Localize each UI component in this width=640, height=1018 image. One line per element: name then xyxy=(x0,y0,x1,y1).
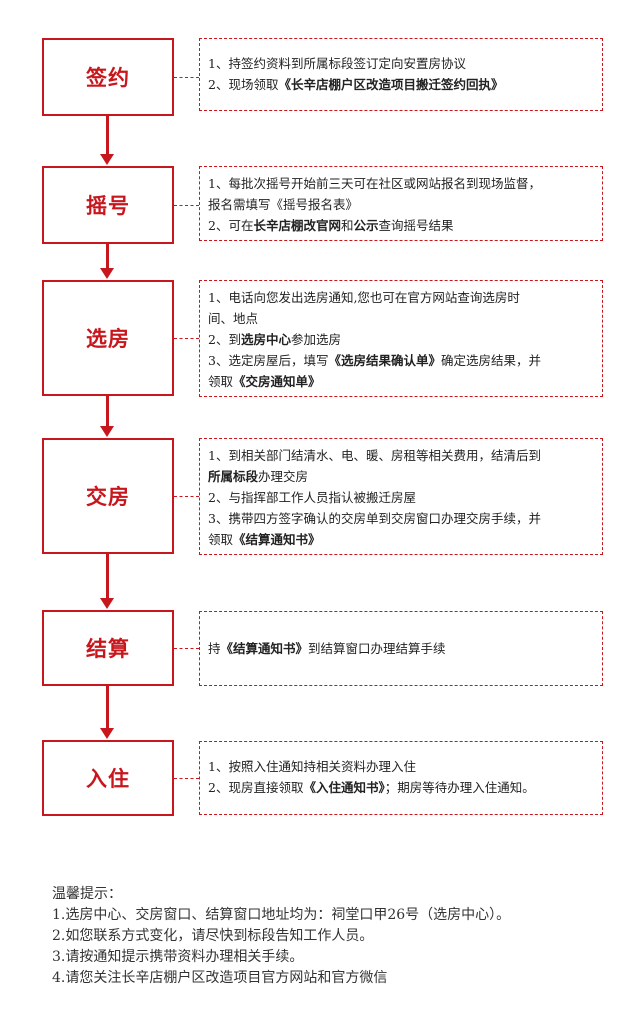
tips-title: 温馨提示： xyxy=(52,886,122,902)
step-connector-line xyxy=(174,778,199,779)
detail-text: 和 xyxy=(340,218,354,233)
step-box: 结算 xyxy=(42,610,174,686)
step-detail-box: 持《结算通知书》到结算窗口办理结算手续 xyxy=(199,611,603,686)
tip-item-1: 1.选房中心、交房窗口、结算窗口地址均为：祠堂口甲26号（选房中心）。 xyxy=(52,907,511,923)
detail-text-bold: 所属标段 xyxy=(208,469,259,484)
tip-item-2: 2.如您联系方式变化，请尽快到标段告知工作人员。 xyxy=(52,928,374,944)
detail-line: 1、到相关部门结清水、电、暖、房租等相关费用，结清后到 xyxy=(208,445,594,466)
detail-text: 3、携带四方签字确认的交房单到交房窗口办理交房手续，并 xyxy=(208,511,541,526)
step-detail-box: 1、按照入住通知持相关资料办理入住 2、现房直接领取《入住通知书》；期房等待办理入… xyxy=(199,741,603,815)
detail-text: 1、按照入住通知持相关资料办理入住 xyxy=(208,759,416,774)
detail-line: 2、与指挥部工作人员指认被搬迁房屋 xyxy=(208,487,594,508)
step-box: 交房 xyxy=(42,438,174,554)
detail-line: 1、电话向您发出选房通知,您也可在官方网站查询选房时 xyxy=(208,287,594,308)
detail-line: 1、每批次摇号开始前三天可在社区或网站报名到现场监督， xyxy=(208,173,594,194)
detail-text: 1、每批次摇号开始前三天可在社区或网站报名到现场监督， xyxy=(208,176,541,191)
detail-text-bold: 《结算通知书》 xyxy=(233,532,321,547)
detail-text: 报名需填写《摇号报名表》 xyxy=(208,197,359,212)
detail-text: 持 xyxy=(208,641,221,656)
step-label: 摇号 xyxy=(86,194,130,218)
detail-text-bold: 《交房通知单》 xyxy=(233,374,321,389)
flow-arrow xyxy=(100,244,114,279)
detail-text: 领取 xyxy=(208,374,234,389)
detail-text: 2、可在 xyxy=(208,218,254,233)
step-detail-box: 1、每批次摇号开始前三天可在社区或网站报名到现场监督， 报名需填写《摇号报名表》 2… xyxy=(199,166,603,241)
tip-item-3: 3.请按通知提示携带资料办理相关手续。 xyxy=(52,949,304,965)
detail-text: 确定选房结果，并 xyxy=(440,353,541,368)
step-connector-line xyxy=(174,648,199,649)
detail-text: 间、地点 xyxy=(208,311,259,326)
step-label: 签约 xyxy=(86,66,130,90)
detail-line: 间、地点 xyxy=(208,308,594,329)
detail-line: 2、到选房中心参加选房 xyxy=(208,329,594,350)
detail-text: 2、现房直接领取 xyxy=(208,780,304,795)
step-detail-box: 1、电话向您发出选房通知,您也可在官方网站查询选房时间、地点 2、到选房中心参加选… xyxy=(199,280,603,397)
detail-text-bold: 《结算通知书》 xyxy=(220,641,309,656)
detail-line: 所属标段办理交房 xyxy=(208,466,594,487)
step-label: 交房 xyxy=(86,485,130,509)
detail-text: 3、选定房屋后，填写 xyxy=(208,353,329,368)
step-connector-line xyxy=(174,205,199,206)
detail-line: 持《结算通知书》到结算窗口办理结算手续 xyxy=(208,638,446,659)
detail-text: 2、现场领取 xyxy=(208,77,279,92)
detail-line: 2、可在长辛店棚改官网和公示查询摇号结果 xyxy=(208,215,594,236)
flow-arrow xyxy=(100,396,114,437)
flow-arrow xyxy=(100,116,114,165)
step-box: 选房 xyxy=(42,280,174,396)
detail-text: 办理交房 xyxy=(258,469,309,484)
step-label: 入住 xyxy=(86,767,130,791)
detail-text: ；期房等待办理入住通知。 xyxy=(384,780,535,795)
detail-line: 领取《交房通知单》 xyxy=(208,371,594,392)
detail-text: 到结算窗口办理结算手续 xyxy=(308,641,446,656)
detail-text-bold: 长辛店棚改官网 xyxy=(253,218,341,233)
detail-text: 参加选房 xyxy=(290,332,341,347)
detail-text: 领取 xyxy=(208,532,234,547)
step-box: 摇号 xyxy=(42,166,174,244)
detail-line: 1、按照入住通知持相关资料办理入住 xyxy=(208,756,594,777)
step-box: 入住 xyxy=(42,740,174,816)
detail-line: 2、现房直接领取《入住通知书》；期房等待办理入住通知。 xyxy=(208,777,594,798)
detail-line: 3、选定房屋后，填写《选房结果确认单》确定选房结果，并 xyxy=(208,350,594,371)
detail-text-bold: 《入住通知书》 xyxy=(303,780,385,795)
step-connector-line xyxy=(174,338,199,339)
detail-line: 1、持签约资料到所属标段签订定向安置房协议 xyxy=(208,53,594,74)
step-label: 结算 xyxy=(86,637,130,661)
detail-text: 查询摇号结果 xyxy=(378,218,454,233)
detail-text: 1、电话向您发出选房通知,您也可在官方网站查询选房时 xyxy=(208,290,520,305)
detail-text-bold: 选房中心 xyxy=(240,332,291,347)
flow-arrow xyxy=(100,554,114,609)
step-detail-box: 1、持签约资料到所属标段签订定向安置房协议 2、现场领取《长辛店棚户区改造项目搬迁… xyxy=(199,38,603,111)
step-connector-line xyxy=(174,496,199,497)
tip-item-4: 4.请您关注长辛店棚户区改造项目官方网站和官方微信 xyxy=(52,970,388,986)
detail-line: 2、现场领取《长辛店棚户区改造项目搬迁签约回执》 xyxy=(208,74,594,95)
detail-text-bold: 《选房结果确认单》 xyxy=(328,353,441,368)
detail-line: 3、携带四方签字确认的交房单到交房窗口办理交房手续，并 xyxy=(208,508,594,529)
detail-text: 1、到相关部门结清水、电、暖、房租等相关费用，结清后到 xyxy=(208,448,541,463)
detail-line: 报名需填写《摇号报名表》 xyxy=(208,194,594,215)
flow-arrow xyxy=(100,686,114,739)
detail-text-bold: 《长辛店棚户区改造项目搬迁签约回执》 xyxy=(278,77,504,92)
step-label: 选房 xyxy=(86,327,130,351)
detail-text: 2、与指挥部工作人员指认被搬迁房屋 xyxy=(208,490,416,505)
detail-line: 领取《结算通知书》 xyxy=(208,529,594,550)
tips-section: 温馨提示： 1.选房中心、交房窗口、结算窗口地址均为：祠堂口甲26号（选房中心）… xyxy=(52,884,632,989)
detail-text: 1、持签约资料到所属标段签订定向安置房协议 xyxy=(208,56,466,71)
detail-text-bold: 公示 xyxy=(353,218,379,233)
detail-text: 2、到 xyxy=(208,332,241,347)
step-box: 签约 xyxy=(42,38,174,116)
step-connector-line xyxy=(174,77,199,78)
